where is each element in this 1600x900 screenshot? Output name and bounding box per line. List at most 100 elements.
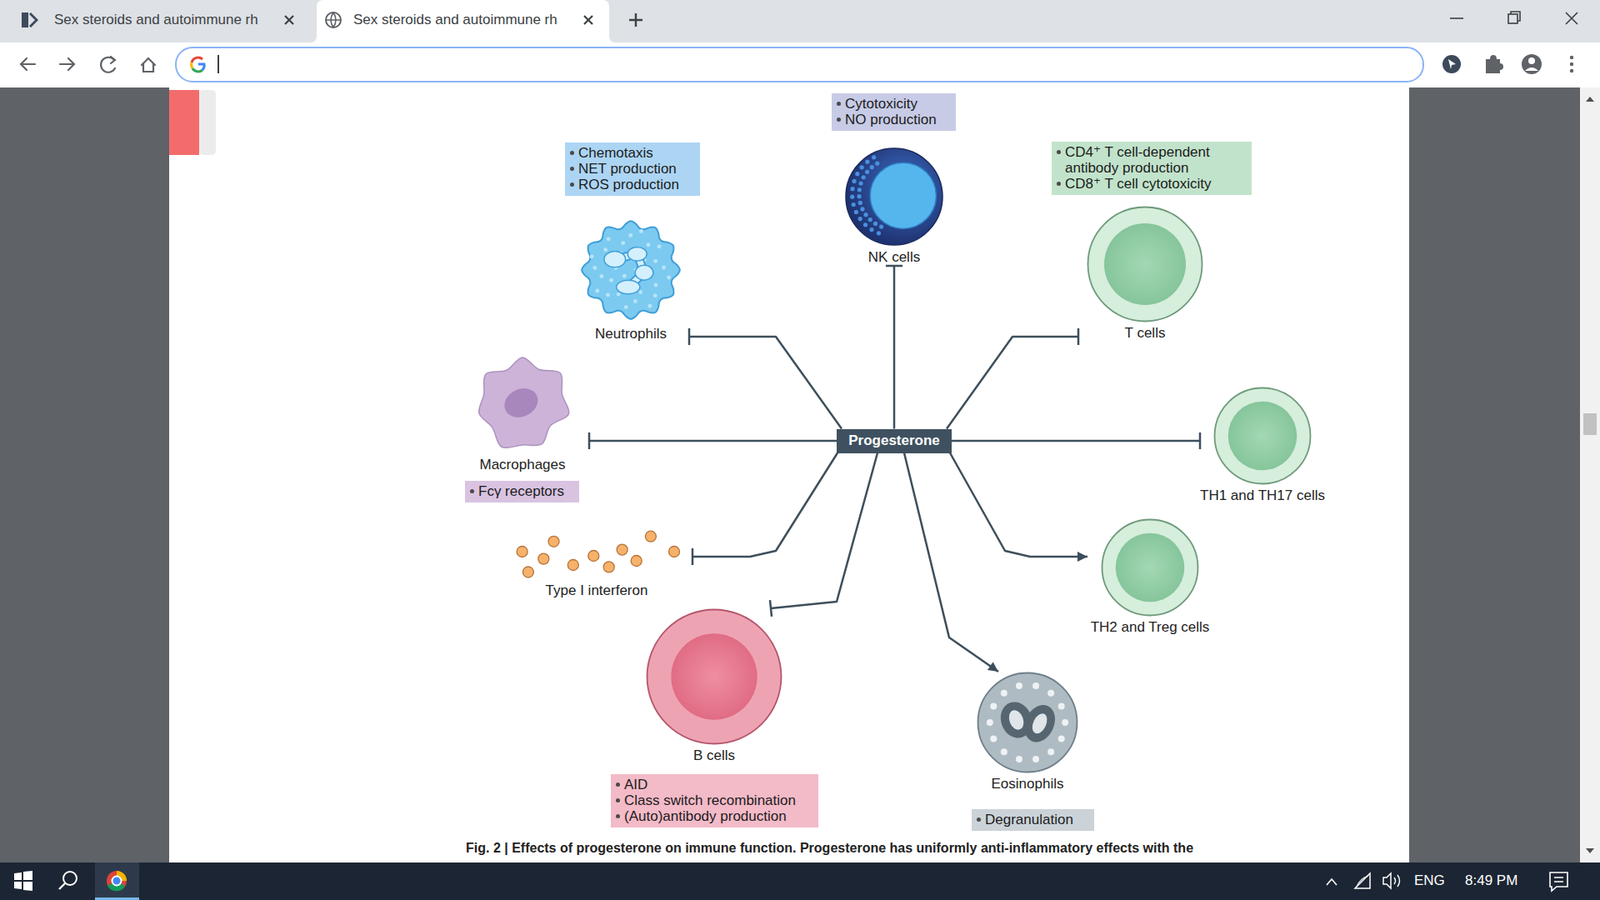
bullet-dot (470, 489, 475, 494)
cell-label: NK cells (835, 249, 953, 266)
interferon-dot (630, 555, 642, 567)
page-tab-shadow (199, 90, 216, 155)
bullet-dot (1056, 181, 1061, 186)
cell-label: B cells (639, 747, 790, 765)
bullet-row: ROS production (570, 176, 694, 193)
toolbar-extensions (1442, 54, 1574, 75)
cell-shape (581, 220, 680, 320)
page-marker (169, 90, 200, 155)
inhibition-connector (946, 336, 1079, 430)
bullet-text: CD8⁺ T cell cytotoxicity (1065, 175, 1212, 192)
cell-label: T cells (1078, 325, 1212, 342)
bullet-text: Class switch recombination (624, 792, 796, 809)
bullet-text: Fcγ receptors (478, 483, 565, 500)
document-page (169, 87, 1410, 863)
taskbar (0, 862, 1600, 900)
cell-shape (978, 673, 1078, 773)
cell-illustration (505, 526, 689, 580)
cell-illustration (1086, 205, 1204, 323)
interferon-dot (548, 535, 560, 547)
bullet-dot (615, 782, 620, 787)
tab-strip (0, 0, 1600, 43)
cell-illustration (645, 608, 783, 745)
cell-shape (845, 148, 943, 245)
address-bar (175, 47, 1424, 82)
bullet-row: Degranulation (976, 811, 1088, 828)
tab-title: Sex steroids and autoimmune rh (54, 11, 259, 29)
cell-label: TH2 and Treg cells (1087, 619, 1213, 636)
bullet-row: NET production (570, 160, 694, 177)
active-tab (310, 0, 616, 43)
cell-label: Neutrophils (572, 325, 690, 343)
cell-illustration (471, 352, 574, 455)
inhibition-connector (689, 336, 842, 430)
bullet-dot (1056, 150, 1061, 155)
text-cursor (217, 55, 220, 74)
function-box: Degranulation (971, 809, 1095, 831)
inhibition-connector (589, 440, 837, 443)
bullet-text: NO production (845, 111, 937, 128)
bullet-row: Fcγ receptors (470, 483, 573, 500)
scroll-arrows (1585, 96, 1595, 854)
bullet-row: Class switch recombination (615, 792, 812, 809)
inhibition-connector (692, 453, 838, 558)
function-box: AIDClass switch recombination(Auto)antib… (610, 774, 819, 828)
bullet-dot (615, 814, 620, 819)
bullet-dot (836, 117, 841, 122)
function-box: ChemotaxisNET productionROS production (565, 142, 700, 196)
bullet-row: Chemotaxis (570, 145, 694, 161)
hormone-label: Progesterone (848, 432, 940, 449)
inhibition-connector (770, 453, 878, 610)
figure-caption: Fig. 2 | Effects of progesterone on immu… (465, 840, 1194, 856)
cell-illustration (844, 146, 945, 247)
bullet-text: Chemotaxis (578, 145, 654, 161)
interferon-dot (645, 530, 656, 542)
cell-shape (1102, 520, 1199, 616)
nav-buttons (20, 56, 155, 73)
bullet-row: AID (615, 776, 812, 793)
cell-illustration (976, 671, 1079, 774)
hormone-box: Progesterone (836, 429, 952, 454)
bullet-dot (615, 798, 620, 803)
cell-illustration (577, 216, 685, 324)
th-cell: TH2 and Treg cells (1087, 518, 1213, 636)
bullet-row: CD8⁺ T cell cytotoxicity (1056, 175, 1245, 192)
inhibition-connector (950, 453, 1088, 558)
interferon-dot (588, 550, 600, 562)
cell-label: Type I interferon (500, 582, 693, 600)
bullet-text: AID (624, 776, 648, 793)
cell-shape (1088, 207, 1203, 322)
bullet-row: NO production (836, 111, 950, 128)
bullet-row: Cytotoxicity (836, 95, 950, 112)
cell-shape (1215, 388, 1311, 485)
eosinophil-cell: Eosinophils (965, 671, 1090, 793)
window-controls (1450, 11, 1578, 25)
th-cell: TH1 and TH17 cells (1200, 386, 1325, 505)
bullet-text: CD4⁺ T cell-dependent antibody productio… (1065, 144, 1245, 176)
bullet-text: Cytotoxicity (845, 95, 918, 112)
inhibition-connector (904, 453, 999, 673)
interferon-dot (616, 544, 628, 555)
scrollbar (1580, 87, 1600, 863)
function-box: CD4⁺ T cell-dependent antibody productio… (1051, 141, 1252, 195)
cell-illustration (1213, 386, 1312, 485)
cell-shape (647, 610, 782, 745)
scroll-thumb (1583, 413, 1597, 435)
cell-label: Eosinophils (965, 775, 1090, 793)
cell-shape (516, 530, 680, 578)
cell-label: Macrophages (455, 456, 590, 474)
taskbar-icons (14, 862, 1568, 900)
inhibition-connector (893, 265, 896, 430)
bullet-dot (570, 166, 575, 171)
clock-time: 8:49 PM (1465, 872, 1518, 890)
bullet-row: (Auto)antibody production (615, 808, 812, 825)
bullet-dot (976, 817, 981, 822)
viewer-background (0, 87, 1600, 863)
interferon-dot (603, 561, 615, 573)
interferon-dot (522, 566, 534, 578)
neutrophil-cell: Neutrophils (572, 216, 690, 343)
interferon-group: Type I interferon (500, 526, 693, 600)
b-cell: B cells (639, 608, 790, 765)
interferon-dot (516, 546, 528, 558)
